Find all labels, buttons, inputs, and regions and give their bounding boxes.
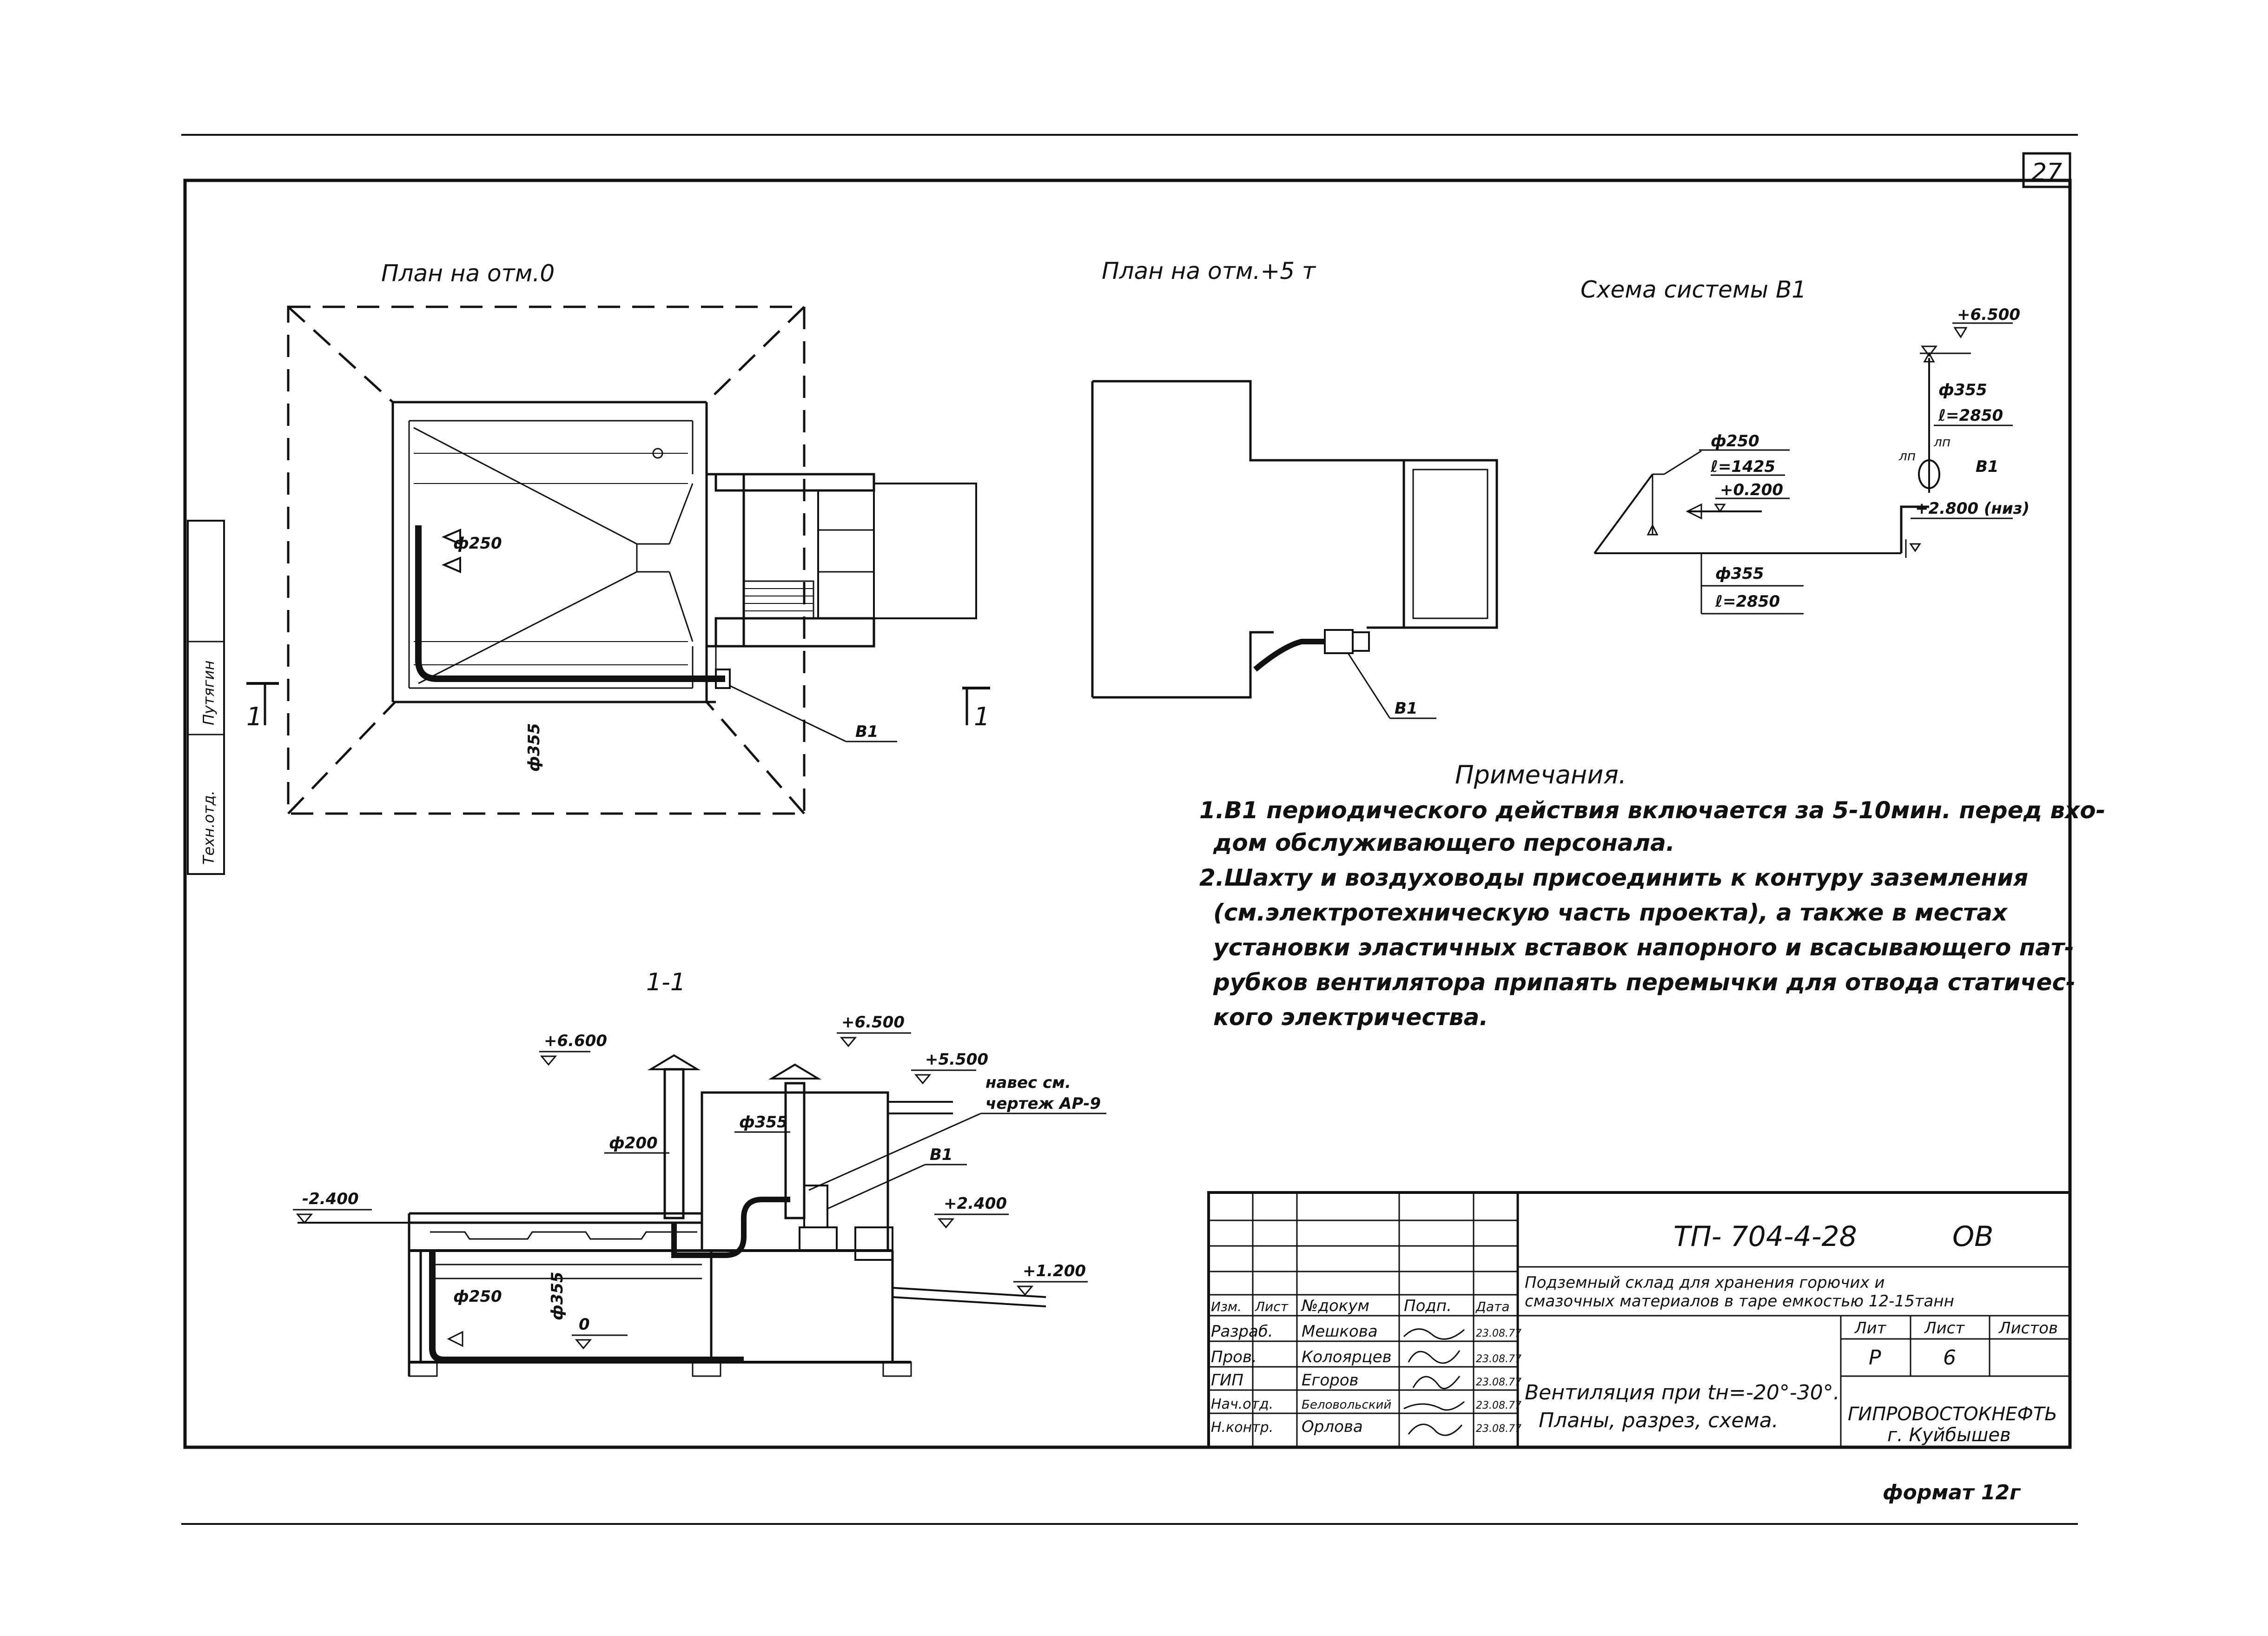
note-line-2: дом обслуживающего персонала.	[1213, 829, 1675, 856]
plan-elevation-0: План на отм.0	[246, 260, 990, 815]
plan-0-duct-250: ф250	[453, 534, 502, 553]
role-3: ГИП	[1211, 1371, 1243, 1390]
hdr-list: Лист	[1255, 1299, 1289, 1314]
hdr-doc: №докум	[1301, 1297, 1369, 1315]
scheme-level-0200: +0.200	[1720, 481, 1783, 499]
title-block: ТП- 704-4-28 ОВ Подземный склад для хран…	[1207, 1191, 2071, 1449]
section-l1200: +1.200	[1023, 1262, 1086, 1280]
date-5: 23.08.77	[1476, 1423, 1521, 1435]
scheme-l2850-top: ℓ=2850	[1938, 406, 2003, 425]
scheme-ap2: лп	[1898, 448, 1916, 464]
scheme-b1: В1	[1976, 457, 1999, 476]
note-line-7: кого электричества.	[1213, 1004, 1488, 1031]
stage-hdr-lit: Лит	[1854, 1319, 1887, 1338]
side-stamp-dept: Техн.отд.	[200, 790, 218, 865]
section-l2400: +2.400	[944, 1194, 1007, 1213]
section-1-1: 1-1 +6.600 +6.500	[293, 968, 1106, 1377]
section-code: ОВ	[1952, 1220, 1993, 1253]
name-1: Мешкова	[1302, 1322, 1378, 1341]
section-b1: В1	[930, 1146, 953, 1164]
section-l6600: +6.600	[544, 1032, 607, 1050]
side-stamp: Техн.отд. Путягин	[187, 520, 225, 875]
scheme-title: Схема системы В1	[1580, 276, 1806, 303]
name-4: Беловольский	[1302, 1398, 1391, 1412]
date-4: 23.08.77	[1476, 1400, 1521, 1411]
role-4: Нач.отд.	[1211, 1396, 1273, 1412]
section-l2400n: -2.400	[302, 1190, 359, 1208]
role-2: Пров.	[1211, 1348, 1257, 1366]
hdr-date: Дата	[1475, 1299, 1510, 1314]
note-line-6: рубков вентилятора припаять перемычки дл…	[1213, 969, 2076, 996]
scheme-d250: ф250	[1711, 432, 1759, 450]
section-mark-right: 1	[974, 702, 990, 731]
stage-hdr-list: Лист	[1924, 1319, 1965, 1338]
section-zero: 0	[579, 1315, 590, 1334]
plan-0-duct-355: ф355	[525, 723, 543, 772]
object-line-2: смазочных материалов в таре емкостью 12-…	[1525, 1292, 1954, 1311]
page-number: 27	[2031, 159, 2062, 186]
org-city: г. Куйбышев	[1887, 1424, 2011, 1446]
section-title: 1-1	[646, 968, 686, 996]
org-name: ГИПРОВОСТОКНЕФТЬ	[1848, 1404, 2057, 1425]
section-d355v: ф355	[548, 1272, 567, 1320]
stage-list: 6	[1943, 1346, 1956, 1370]
plan-elevation-5: План на отм.+5 т В1	[1091, 258, 1498, 719]
object-line-1: Подземный склад для хранения горючих и	[1525, 1273, 1884, 1292]
section-canopy-1: навес см.	[985, 1073, 1071, 1092]
format-label: формат 12г	[1883, 1481, 2021, 1504]
stage-lit: Р	[1869, 1346, 1881, 1370]
note-line-3: 2.Шахту и воздуховоды присоединить к кон…	[1199, 864, 2028, 891]
note-line-4: (см.электротехническую часть проекта), а…	[1213, 899, 2008, 926]
signatures	[1403, 1328, 1465, 1436]
drawing-title-1: Вентиляция при tн=-20°-30°.	[1525, 1381, 1840, 1404]
plan-5-title: План на отм.+5 т	[1102, 258, 1316, 285]
name-5: Орлова	[1302, 1417, 1363, 1436]
section-l6500: +6.500	[841, 1013, 905, 1032]
role-5: Н.контр.	[1211, 1419, 1273, 1436]
scheme-b1: Схема системы В1 ф250 ℓ=1425 +0.200 ф355…	[1580, 276, 2030, 615]
date-1: 23.08.77	[1476, 1328, 1521, 1339]
plan-0-system: В1	[855, 722, 879, 741]
hdr-izm: Изм.	[1211, 1299, 1242, 1314]
sheet-frame: 27 формат 12г	[181, 134, 2078, 1525]
scheme-d355-top: ф355	[1938, 381, 1987, 399]
section-d200: ф200	[609, 1134, 658, 1152]
section-mark-left: 1	[246, 702, 262, 731]
section-d250: ф250	[453, 1287, 502, 1306]
scheme-ap1: лп	[1933, 434, 1951, 450]
plan-0-title: План на отм.0	[381, 260, 555, 287]
section-canopy-2: чертеж АР-9	[985, 1094, 1101, 1113]
stage-hdr-total: Листов	[1998, 1319, 2058, 1338]
section-d355: ф355	[739, 1113, 788, 1132]
note-line-5: установки эластичных вставок напорного и…	[1213, 934, 2074, 961]
name-3: Егоров	[1302, 1371, 1359, 1390]
date-2: 23.08.77	[1476, 1353, 1521, 1365]
role-1: Разраб.	[1211, 1322, 1273, 1341]
scheme-l1425: ℓ=1425	[1710, 457, 1775, 476]
scheme-l2850-bottom: ℓ=2850	[1715, 592, 1780, 611]
doc-code: ТП- 704-4-28	[1673, 1220, 1857, 1253]
plan-5-system: В1	[1395, 699, 1418, 718]
scheme-top-level: +6.500	[1957, 305, 2020, 324]
notes: Примечания. 1.В1 периодического действия…	[1199, 760, 2105, 1031]
section-l5500: +5.500	[925, 1050, 988, 1069]
date-3: 23.08.77	[1476, 1377, 1521, 1388]
name-2: Колоярцев	[1302, 1348, 1392, 1366]
drawing-title-2: Планы, разрез, схема.	[1539, 1409, 1779, 1432]
side-stamp-name: Путягин	[200, 661, 218, 725]
scheme-level-2800: +2.800 (низ)	[1915, 499, 2030, 518]
hdr-sign: Подп.	[1404, 1297, 1452, 1315]
scheme-d355-bottom: ф355	[1715, 564, 1764, 583]
note-line-1: 1.В1 периодического действия включается …	[1199, 797, 2105, 824]
notes-title: Примечания.	[1455, 760, 1627, 789]
